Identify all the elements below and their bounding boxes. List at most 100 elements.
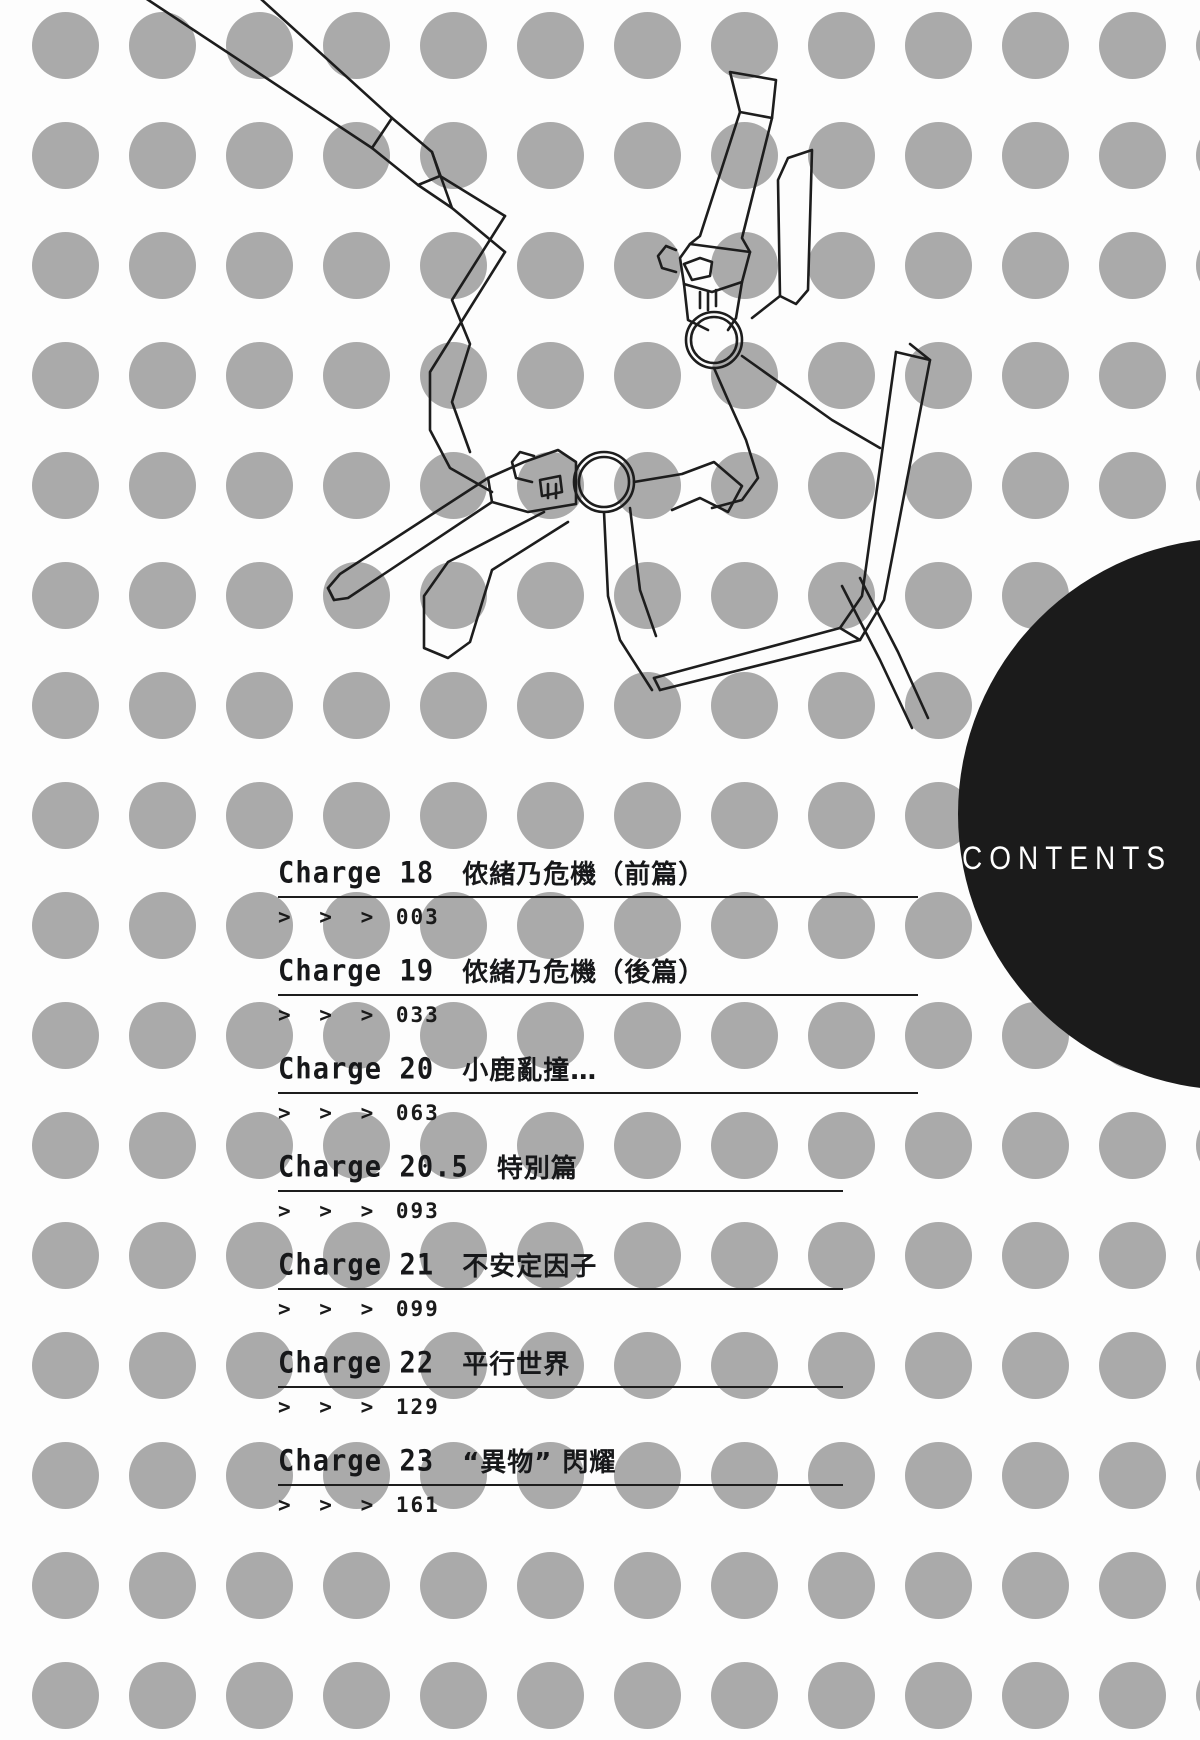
- halftone-dot: [128, 891, 196, 959]
- toc-chapter-title: 特別篇: [496, 1154, 578, 1184]
- halftone-dot: [710, 1111, 778, 1179]
- toc-chapter-number: Charge 20.5: [278, 1150, 469, 1184]
- halftone-dot: [516, 1661, 584, 1729]
- toc-page-number-row: > > > 033: [278, 1003, 918, 1050]
- halftone-dot: [710, 671, 778, 739]
- halftone-dot: [322, 1111, 390, 1179]
- halftone-dot: [904, 1221, 972, 1289]
- halftone-dot: [419, 1661, 487, 1729]
- toc-entry-title-row: Charge 20.5 特別篇: [278, 1148, 918, 1185]
- halftone-dot: [419, 121, 487, 189]
- halftone-dot: [419, 671, 487, 739]
- halftone-dot: [613, 451, 681, 519]
- toc-chapter-title: 平行世界: [462, 1350, 571, 1380]
- halftone-dot: [1001, 11, 1069, 79]
- halftone-dot: [322, 1551, 390, 1619]
- halftone-dot: [322, 561, 390, 629]
- halftone-dot: [516, 671, 584, 739]
- halftone-dot: [225, 1111, 293, 1179]
- halftone-dot: [225, 781, 293, 849]
- halftone-dot: [710, 451, 778, 519]
- halftone-dot: [613, 781, 681, 849]
- halftone-dot: [322, 781, 390, 849]
- halftone-dot: [807, 121, 875, 189]
- halftone-dot: [613, 891, 681, 959]
- halftone-dot: [31, 11, 99, 79]
- halftone-dot: [904, 451, 972, 519]
- halftone-dot: [1001, 1551, 1069, 1619]
- halftone-dot: [807, 451, 875, 519]
- toc-page-number-row: > > > 063: [278, 1101, 918, 1148]
- toc-entry[interactable]: Charge 23“異物” 閃耀> > > 161: [278, 1442, 918, 1540]
- halftone-dot: [31, 1441, 99, 1509]
- halftone-dot: [1098, 11, 1166, 79]
- toc-entry-divider: [278, 896, 918, 898]
- halftone-dot: [128, 1331, 196, 1399]
- halftone-dot: [1098, 1221, 1166, 1289]
- halftone-dot: [31, 1221, 99, 1289]
- halftone-dot: [1098, 1111, 1166, 1179]
- toc-chapter-number: Charge 20: [278, 1052, 435, 1086]
- toc-page-number-row: > > > 003: [278, 905, 918, 952]
- chevron-right-icon: > > >: [278, 905, 382, 929]
- halftone-dot: [710, 891, 778, 959]
- halftone-dot: [904, 671, 972, 739]
- toc-entry-divider: [278, 1484, 843, 1486]
- halftone-dot: [807, 891, 875, 959]
- halftone-dot: [710, 1661, 778, 1729]
- halftone-dot: [1001, 1221, 1069, 1289]
- halftone-dot: [710, 1221, 778, 1289]
- halftone-dot: [322, 11, 390, 79]
- halftone-dot: [904, 561, 972, 629]
- halftone-dot: [322, 1441, 390, 1509]
- halftone-dot: [31, 1661, 99, 1729]
- halftone-dot: [710, 1001, 778, 1069]
- halftone-dot: [419, 561, 487, 629]
- halftone-dot: [128, 1111, 196, 1179]
- halftone-dot: [1001, 1661, 1069, 1729]
- halftone-dot: [516, 231, 584, 299]
- halftone-dot: [225, 1661, 293, 1729]
- halftone-dot: [1195, 1441, 1200, 1509]
- halftone-dot: [1195, 1111, 1200, 1179]
- toc-entry-divider: [278, 1092, 918, 1094]
- toc-page-number-row: > > > 093: [278, 1199, 918, 1246]
- halftone-dot: [1195, 341, 1200, 409]
- halftone-dot: [31, 451, 99, 519]
- toc-entry[interactable]: Charge 20.5 特別篇 > > > 093: [278, 1148, 918, 1246]
- toc-page-number-row: > > > 161: [278, 1493, 918, 1540]
- halftone-dot: [516, 891, 584, 959]
- toc-page-number-row: > > > 099: [278, 1297, 918, 1344]
- halftone-dot: [225, 1221, 293, 1289]
- halftone-dot: [31, 1111, 99, 1179]
- halftone-dot: [419, 1221, 487, 1289]
- halftone-dot: [1098, 1551, 1166, 1619]
- chevron-right-icon: > > >: [278, 1297, 382, 1321]
- toc-chapter-title: “異物” 閃耀: [462, 1448, 617, 1478]
- halftone-dot: [31, 121, 99, 189]
- chevron-right-icon: > > >: [278, 1199, 382, 1223]
- halftone-dot: [807, 1111, 875, 1179]
- halftone-dot: [1195, 11, 1200, 79]
- halftone-dot: [128, 341, 196, 409]
- halftone-dot: [710, 561, 778, 629]
- halftone-dot: [31, 1551, 99, 1619]
- halftone-dot: [516, 121, 584, 189]
- toc-entry-divider: [278, 1190, 843, 1192]
- halftone-dot: [128, 1661, 196, 1729]
- halftone-dot: [904, 1551, 972, 1619]
- halftone-dot: [904, 1661, 972, 1729]
- toc-page-number: 003: [395, 905, 440, 929]
- halftone-dot: [516, 561, 584, 629]
- halftone-dot: [1195, 1221, 1200, 1289]
- halftone-dot: [904, 891, 972, 959]
